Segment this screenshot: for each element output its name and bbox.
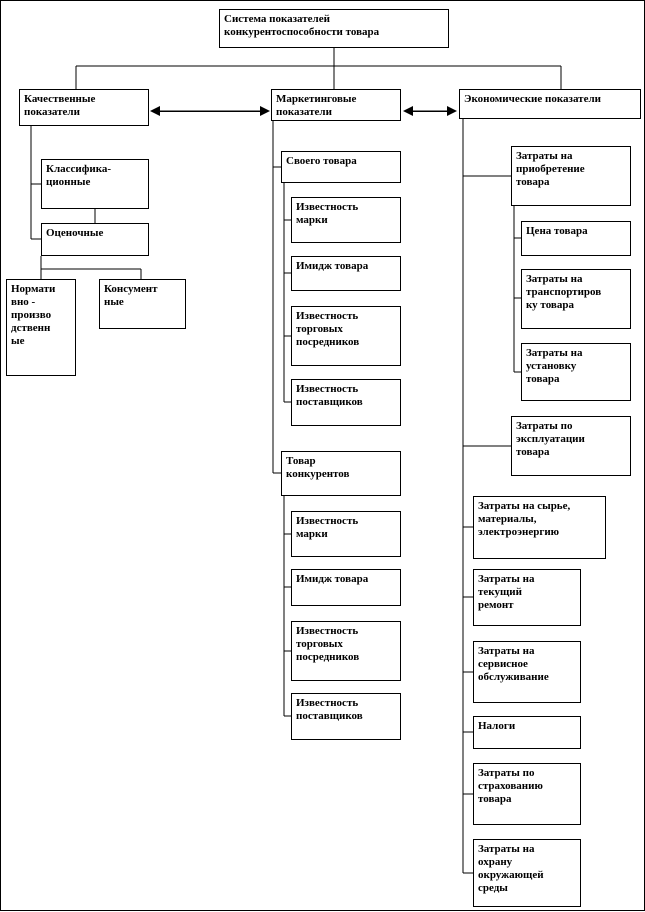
insurance-costs-box: Затраты по страхованию товара (473, 763, 581, 825)
service-costs-box: Затраты на сервисное обслуживание (473, 641, 581, 703)
competitor-suppliers-awareness-box: Известность поставщиков (291, 693, 401, 740)
own-suppliers-awareness-box: Известность поставщиков (291, 379, 401, 426)
economic-branch-lines (462, 119, 521, 874)
product-price-box: Цена товара (521, 221, 631, 256)
double-arrow-quality-marketing (150, 106, 270, 116)
competitor-resellers-awareness-box: Известность торговых посредников (291, 621, 401, 681)
operation-costs-box: Затраты по эксплуатации товара (511, 416, 631, 476)
acquisition-costs-box: Затраты на приобретение товара (511, 146, 631, 206)
top-tree-lines (75, 48, 562, 89)
own-brand-awareness-box: Известность марки (291, 197, 401, 243)
own-resellers-awareness-box: Известность торговых посредников (291, 306, 401, 366)
competitor-product-box: Товар конкурентов (281, 451, 401, 496)
quality-branch-lines (30, 126, 142, 279)
environment-costs-box: Затраты на охрану окружающей среды (473, 839, 581, 907)
classification-indicators-box: Классифика- ционные (41, 159, 149, 209)
normative-production-box: Нормати вно - произво дственн ые (6, 279, 76, 376)
double-arrow-marketing-economic (403, 106, 457, 116)
economic-indicators-box: Экономические показатели (459, 89, 641, 119)
own-product-image-box: Имидж товара (291, 256, 401, 291)
competitor-brand-awareness-box: Известность марки (291, 511, 401, 557)
marketing-indicators-box: Маркетинговые показатели (271, 89, 401, 121)
quality-indicators-box: Качественные показатели (19, 89, 149, 126)
evaluative-indicators-box: Оценочные (41, 223, 149, 256)
consument-box: Консумент ные (99, 279, 186, 329)
title-box: Система показателей конкурентоспособност… (219, 9, 449, 48)
installation-costs-box: Затраты на установку товара (521, 343, 631, 401)
transportation-costs-box: Затраты на транспортиров ку товара (521, 269, 631, 329)
taxes-box: Налоги (473, 716, 581, 749)
own-product-box: Своего товара (281, 151, 401, 183)
repair-costs-box: Затраты на текущий ремонт (473, 569, 581, 626)
marketing-branch-lines (272, 121, 291, 717)
materials-energy-costs-box: Затраты на сырье, материалы, электроэнер… (473, 496, 606, 559)
competitor-product-image-box: Имидж товара (291, 569, 401, 606)
